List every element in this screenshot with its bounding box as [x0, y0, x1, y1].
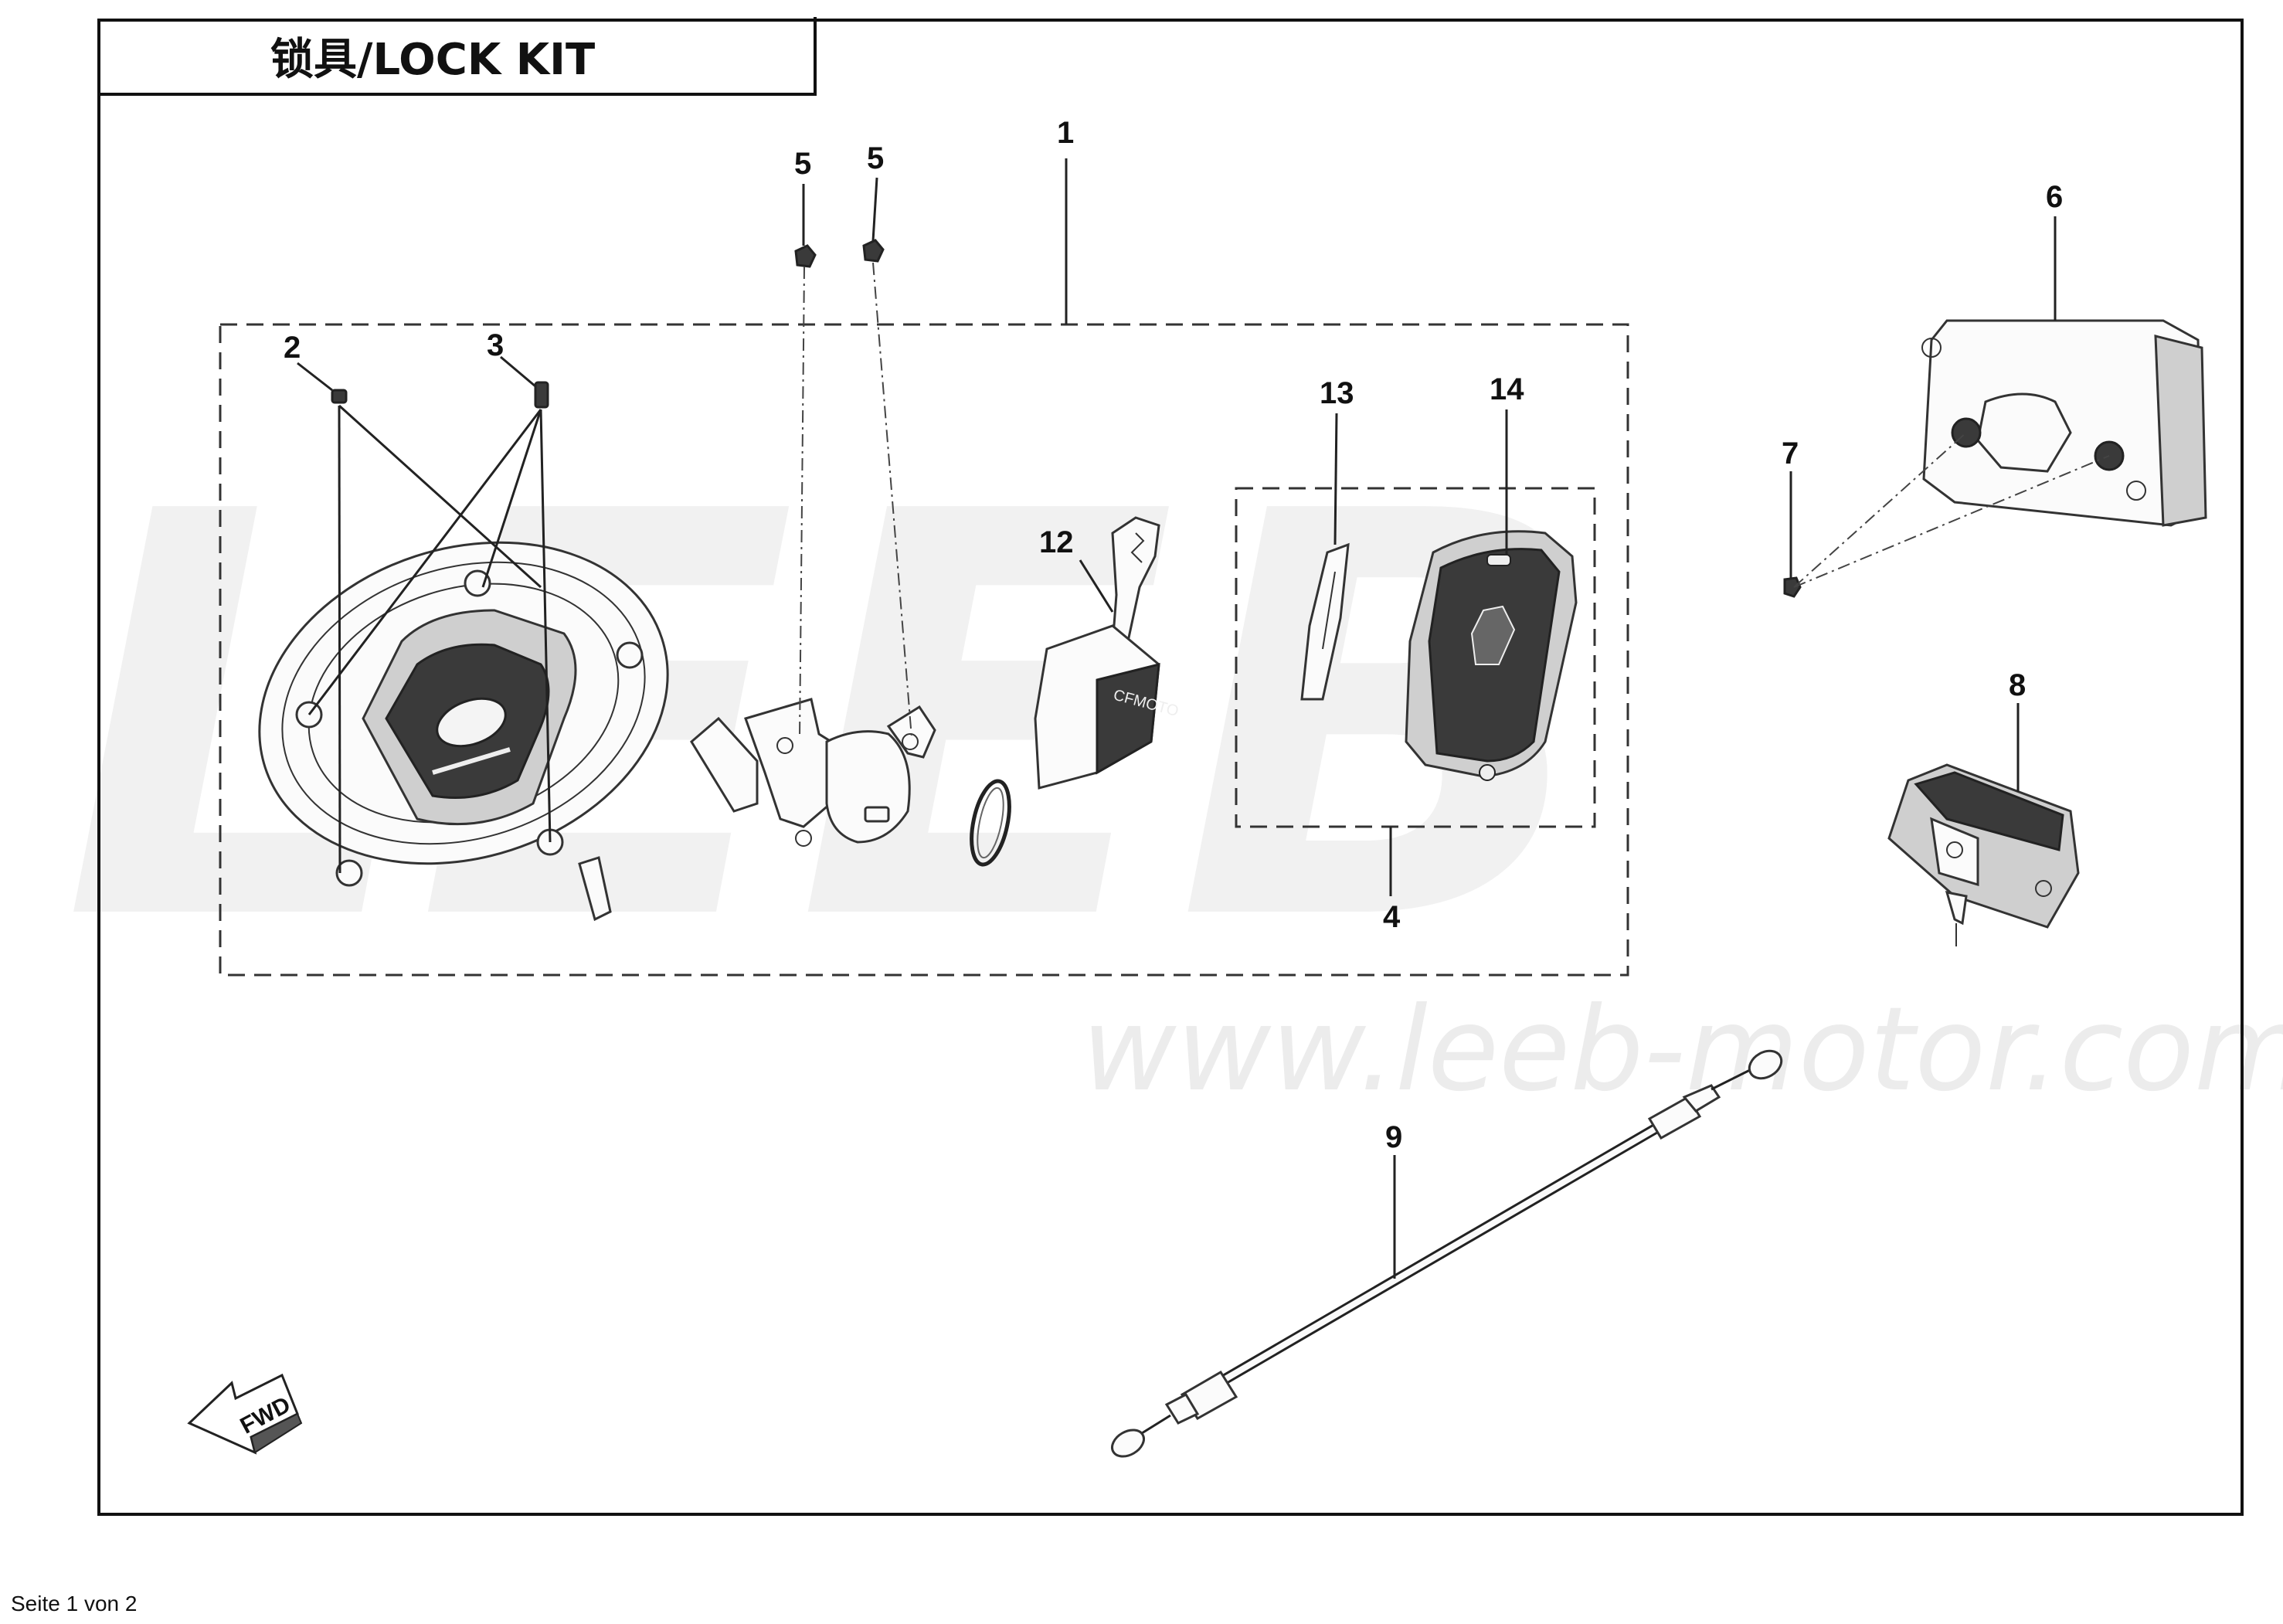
ignition-switch-part	[690, 698, 936, 847]
module-leaders	[1793, 432, 2110, 588]
callout-4: 4	[1383, 900, 1401, 934]
callout-1: 1	[1057, 116, 1074, 150]
callout-8: 8	[2009, 668, 2026, 702]
callout-5a: 5	[794, 147, 811, 181]
callout-6: 6	[2046, 180, 2063, 214]
callout-14: 14	[1490, 372, 1524, 406]
screw-leaders	[307, 404, 552, 874]
callout-leaders	[297, 158, 2057, 1279]
key-part-12: CFMOTO	[1034, 516, 1181, 790]
title-box: 锁具/LOCK KIT	[99, 17, 817, 96]
screw-part-7	[1783, 576, 1802, 598]
callout-13: 13	[1320, 376, 1354, 410]
nut-leaders	[799, 262, 912, 739]
key-fob-part-14	[1405, 530, 1578, 781]
callout-5b: 5	[867, 141, 884, 175]
screw-part-2	[331, 389, 348, 404]
diagram-frame	[97, 19, 2244, 1516]
fuel-cap-part	[258, 541, 669, 922]
callout-9: 9	[1385, 1120, 1402, 1154]
nut-part-5a	[794, 244, 817, 268]
fwd-arrow-icon: FWD	[187, 1373, 303, 1455]
callout-2: 2	[284, 331, 301, 365]
page-title: 锁具/LOCK KIT	[270, 35, 595, 85]
actuator-part-8	[1887, 763, 2080, 946]
callout-3: 3	[487, 328, 504, 362]
callouts: 1 2 3 4 5 5 6 7 8 9 12 13 14	[284, 116, 2063, 1154]
kit-group-1	[219, 323, 1629, 977]
control-module-part-6	[1921, 319, 2207, 527]
page-footer: Seite 1 von 2	[11, 1592, 138, 1616]
cable-part-9	[1111, 1049, 1783, 1458]
watermark-url: www.leeb-motor.com	[1082, 983, 2283, 1117]
key-blade-part-13	[1300, 542, 1350, 701]
nut-part-5b	[862, 239, 885, 263]
callout-12: 12	[1039, 525, 1074, 559]
callout-7: 7	[1782, 437, 1799, 471]
screw-part-3	[534, 381, 549, 409]
kit-group-4	[1235, 487, 1596, 828]
o-ring-part	[970, 779, 1011, 867]
